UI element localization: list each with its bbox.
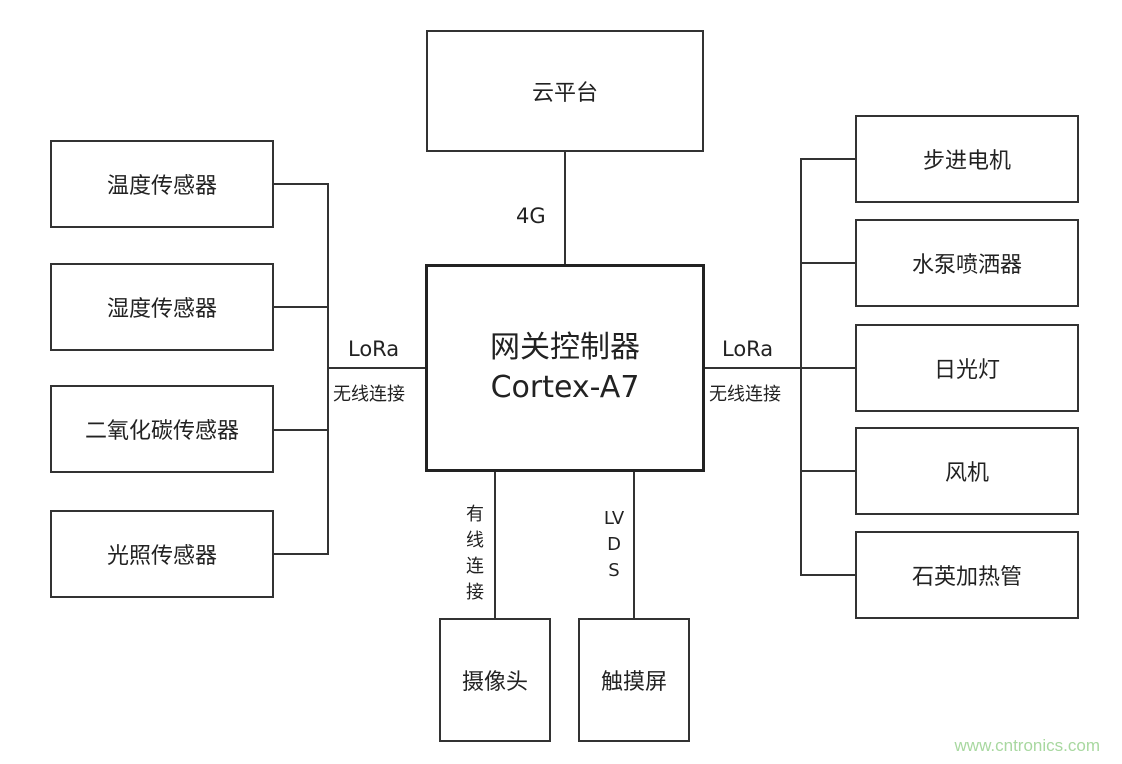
link-label-lora-left: LoRa xyxy=(348,337,400,361)
touchscreen-label: 触摸屏 xyxy=(600,670,667,695)
actuator-label: 水泵喷洒器 xyxy=(911,253,1022,278)
camera-label: 摄像头 xyxy=(461,670,528,695)
cloud-platform-box: 云平台 xyxy=(426,30,704,152)
link-label-wireless-left: 无线连接 xyxy=(333,384,405,405)
watermark: www.cntronics.com xyxy=(954,736,1100,755)
sensor-label: 二氧化碳传感器 xyxy=(84,419,239,444)
actuator-box: 风机 xyxy=(855,427,1079,515)
sensor-label: 光照传感器 xyxy=(106,544,217,569)
connector-line xyxy=(800,367,855,369)
connector-line xyxy=(274,183,329,185)
camera-box: 摄像头 xyxy=(439,618,551,742)
actuator-label: 日光灯 xyxy=(933,358,1000,383)
connector-line xyxy=(800,574,855,576)
connector-line xyxy=(274,429,329,431)
connector-line xyxy=(274,306,329,308)
actuator-label: 步进电机 xyxy=(922,149,1011,174)
connector-line xyxy=(705,367,802,369)
connector-line xyxy=(800,262,855,264)
sensor-label: 温度传感器 xyxy=(106,174,217,199)
actuator-label: 风机 xyxy=(944,461,989,486)
connector-line xyxy=(633,472,635,618)
connector-line xyxy=(274,553,329,555)
touchscreen-box: 触摸屏 xyxy=(578,618,690,742)
link-label-wired: 有线连接 xyxy=(466,504,484,603)
cloud-platform-label: 云平台 xyxy=(531,81,598,106)
actuator-box: 日光灯 xyxy=(855,324,1079,412)
sensor-box: 温度传感器 xyxy=(50,140,274,228)
link-label-lora-right: LoRa xyxy=(722,337,774,361)
sensor-label: 湿度传感器 xyxy=(106,297,217,322)
connector-line xyxy=(800,470,855,472)
connector-line xyxy=(327,184,329,554)
connector-line xyxy=(494,472,496,618)
link-label-lvds: LVDS xyxy=(603,508,625,581)
actuator-box: 步进电机 xyxy=(855,115,1079,203)
link-label-4g: 4G xyxy=(516,204,546,228)
actuator-label: 石英加热管 xyxy=(911,565,1022,590)
connector-line xyxy=(327,367,425,369)
actuator-box: 石英加热管 xyxy=(855,531,1079,619)
gateway-controller-title: 网关控制器 xyxy=(490,329,640,365)
gateway-controller-subtitle: Cortex-A7 xyxy=(490,370,640,405)
gateway-controller-box: 网关控制器 Cortex-A7 xyxy=(425,264,705,472)
connector-line xyxy=(564,152,566,264)
sensor-box: 光照传感器 xyxy=(50,510,274,598)
actuator-box: 水泵喷洒器 xyxy=(855,219,1079,307)
sensor-box: 二氧化碳传感器 xyxy=(50,385,274,473)
connector-line xyxy=(800,158,855,160)
sensor-box: 湿度传感器 xyxy=(50,263,274,351)
link-label-wireless-right: 无线连接 xyxy=(709,384,781,405)
